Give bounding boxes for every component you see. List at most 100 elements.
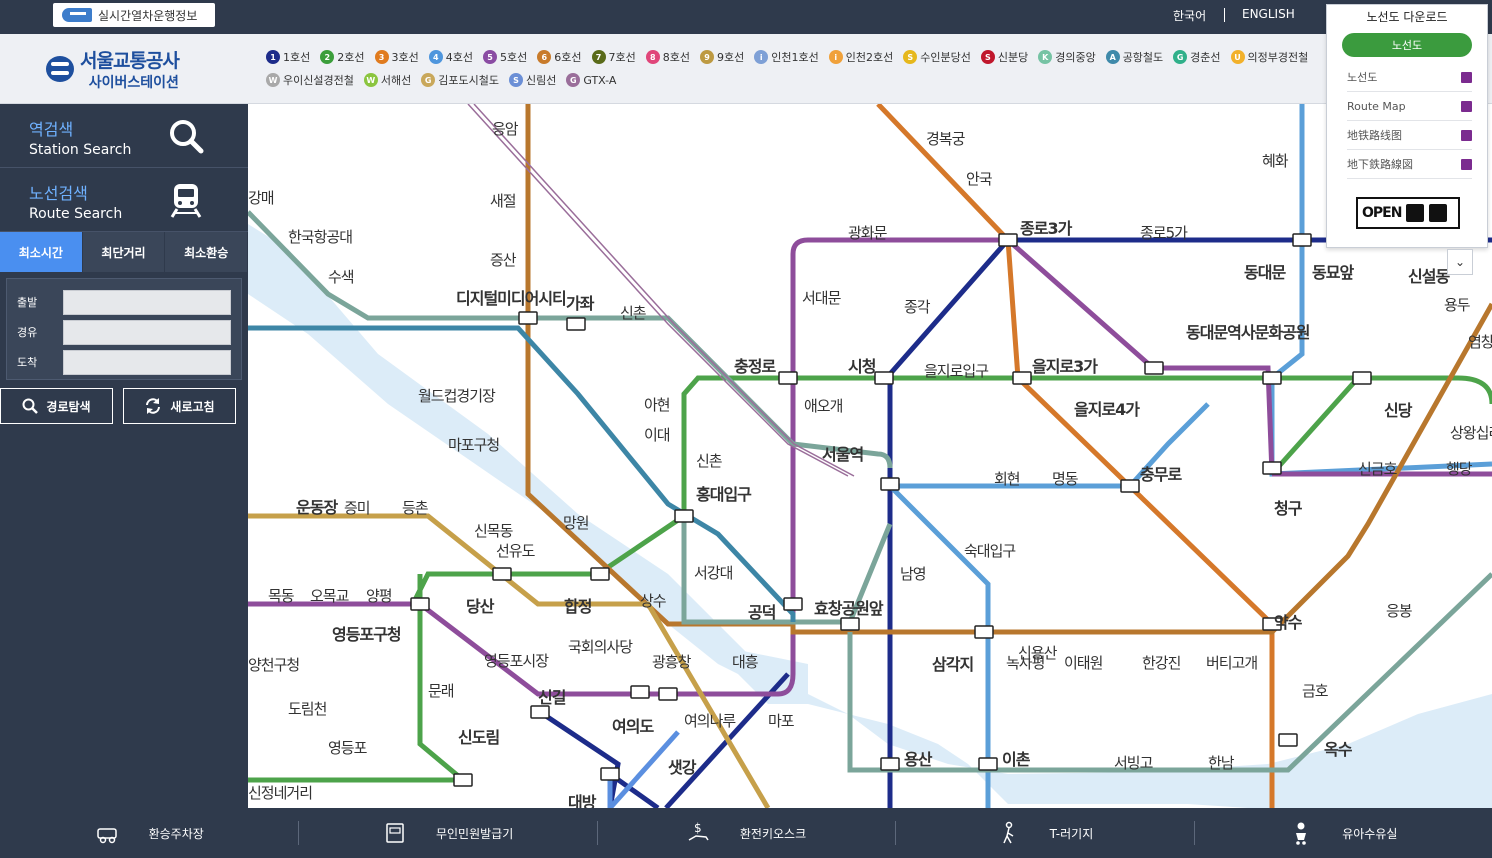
footer-kiosk[interactable]: 무인민원발급기	[298, 808, 596, 858]
tab-min-time[interactable]: 최소시간	[0, 232, 83, 272]
station-label[interactable]: 을지로3가	[1032, 357, 1099, 376]
transfer-station-marker[interactable]	[1292, 233, 1312, 247]
station-label[interactable]: 신도림	[458, 728, 500, 747]
station-label[interactable]: 서대문	[802, 289, 843, 307]
station-label[interactable]: 신정네거리	[248, 784, 313, 802]
station-label[interactable]: 신목동	[474, 522, 515, 540]
lang-english[interactable]: ENGLISH	[1242, 7, 1295, 21]
transfer-station-marker[interactable]	[453, 773, 473, 787]
station-label[interactable]: 증산	[490, 251, 518, 269]
station-label[interactable]: 종로5가	[1140, 224, 1189, 242]
station-label[interactable]: 광화문	[848, 224, 889, 242]
station-label[interactable]: 용산	[904, 750, 934, 769]
station-label[interactable]: 시청	[848, 357, 877, 376]
station-label[interactable]: 신당	[1384, 401, 1414, 420]
download-panel-toggle-button[interactable]: ⌄	[1447, 249, 1473, 275]
station-label[interactable]: 등촌	[402, 499, 429, 517]
station-label[interactable]: 이촌	[1002, 750, 1032, 769]
route-search-button[interactable]: 노선검색 Route Search	[0, 168, 248, 232]
station-label[interactable]: 운동장	[296, 498, 339, 517]
station-label[interactable]: 당산	[466, 597, 496, 616]
via-input[interactable]	[63, 319, 231, 345]
station-label[interactable]: 충무로	[1140, 465, 1183, 484]
transfer-station-marker[interactable]	[1262, 461, 1282, 475]
transfer-station-marker[interactable]	[783, 597, 803, 611]
transfer-station-marker[interactable]	[778, 371, 798, 385]
station-label[interactable]: 염창	[1468, 333, 1492, 351]
station-label[interactable]: 신용산	[1018, 644, 1059, 662]
station-label[interactable]: 응암	[492, 120, 520, 138]
station-label[interactable]: 을지로4가	[1074, 400, 1141, 419]
station-label[interactable]: 혜화	[1262, 152, 1290, 170]
station-label[interactable]: 약수	[1274, 613, 1304, 632]
station-label[interactable]: 새절	[490, 192, 517, 210]
transfer-station-marker[interactable]	[1262, 617, 1282, 631]
departure-input[interactable]	[63, 289, 231, 315]
station-label[interactable]: 영등포	[328, 739, 369, 757]
station-label[interactable]: 경복궁	[926, 130, 967, 148]
station-label[interactable]: 이대	[644, 426, 671, 444]
station-label[interactable]: 영등포구청	[332, 625, 402, 644]
transfer-station-marker[interactable]	[566, 317, 586, 331]
realtime-train-info-button[interactable]: 실시간열차운행정보	[53, 3, 215, 27]
refresh-button[interactable]: 새로고침	[123, 388, 236, 424]
transfer-station-marker[interactable]	[840, 617, 860, 631]
transfer-station-marker[interactable]	[880, 757, 900, 771]
station-label[interactable]: 이태원	[1064, 654, 1104, 672]
transfer-station-marker[interactable]	[974, 625, 994, 639]
transfer-station-marker[interactable]	[978, 757, 998, 771]
station-label[interactable]: 응봉	[1386, 602, 1413, 620]
station-label[interactable]: 한국항공대	[288, 228, 353, 246]
transfer-station-marker[interactable]	[530, 705, 550, 719]
transfer-station-marker[interactable]	[658, 687, 678, 701]
station-label[interactable]: 신설동	[1408, 267, 1451, 286]
footer-nursing-room[interactable]: 유아수유실	[1193, 808, 1492, 858]
transfer-station-marker[interactable]	[518, 311, 538, 325]
transfer-station-marker[interactable]	[1352, 371, 1372, 385]
download-item-en[interactable]: Route Map	[1347, 92, 1472, 121]
station-label[interactable]: 수색	[328, 268, 355, 286]
download-item-zh[interactable]: 地铁路线图	[1347, 121, 1472, 150]
station-label[interactable]: 신촌	[696, 452, 723, 470]
transfer-station-marker[interactable]	[630, 685, 650, 699]
station-label[interactable]: 명동	[1052, 470, 1080, 488]
station-label[interactable]: 여의나루	[684, 712, 737, 730]
station-label[interactable]: 종각	[904, 298, 932, 316]
transfer-station-marker[interactable]	[492, 567, 512, 581]
station-label[interactable]: 녹사평	[1006, 654, 1045, 672]
download-item-ko[interactable]: 노선도	[1347, 63, 1472, 92]
station-label[interactable]: 홍대입구	[696, 485, 753, 504]
footer-t-luggage[interactable]: T-러기지	[895, 808, 1193, 858]
station-label[interactable]: 대방	[568, 793, 598, 808]
station-label[interactable]: 증미	[344, 499, 371, 517]
station-label[interactable]: 선유도	[496, 542, 537, 560]
station-label[interactable]: 국회의사당	[568, 638, 634, 656]
station-label[interactable]: 대흥	[732, 653, 759, 671]
transfer-station-marker[interactable]	[880, 477, 900, 491]
station-label[interactable]: 회현	[994, 470, 1021, 488]
station-label[interactable]: 아현	[644, 396, 671, 414]
station-label[interactable]: 행당	[1446, 460, 1474, 478]
station-label[interactable]: 종로3가	[1020, 219, 1074, 238]
tab-min-transfer[interactable]: 최소환승	[165, 232, 249, 272]
station-label[interactable]: 동대문역사문화공원	[1186, 323, 1311, 342]
station-label[interactable]: 강매	[248, 189, 275, 207]
station-label[interactable]: 양평	[366, 587, 393, 605]
logo[interactable]: 서울교통공사 사이버스테이션	[46, 46, 180, 92]
